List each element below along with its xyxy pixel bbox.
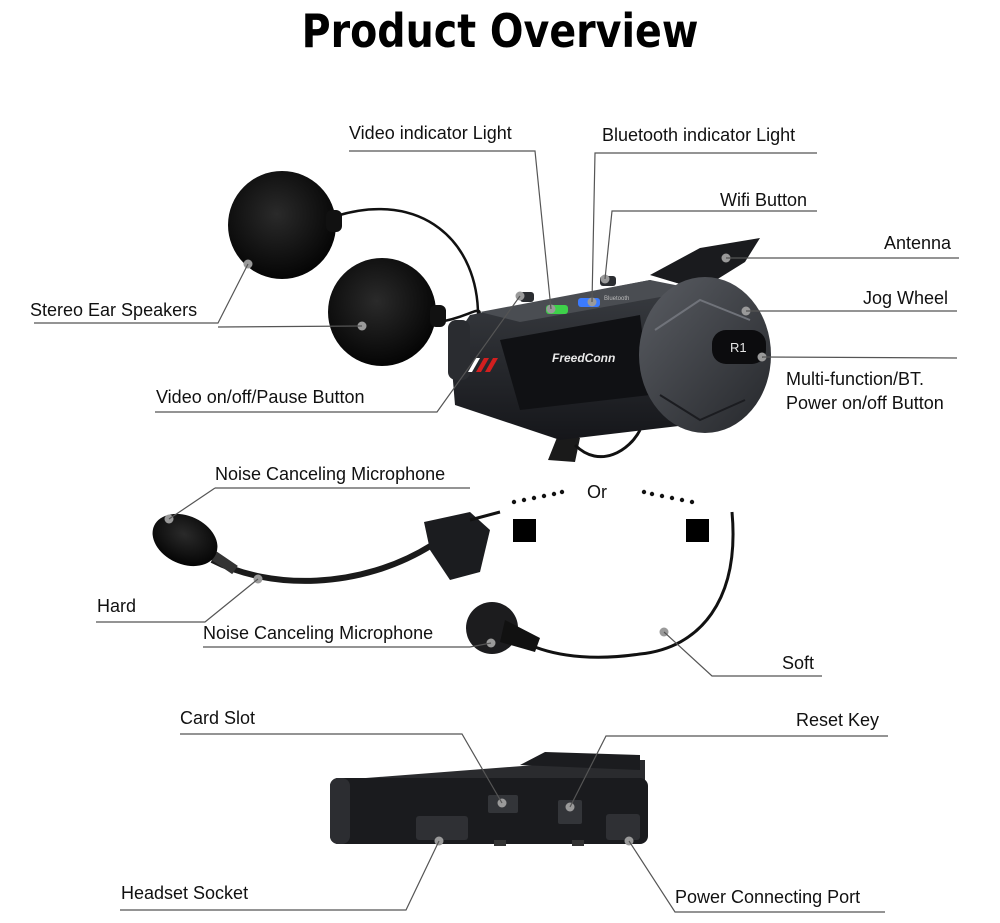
label-hard: Hard <box>97 596 137 616</box>
label-noise-mic-soft: Noise Canceling Microphone <box>203 623 434 643</box>
ear-speaker-1 <box>228 171 336 279</box>
label-card-slot: Card Slot <box>180 708 256 728</box>
label-antenna: Antenna <box>884 233 952 253</box>
label-stereo-ear-speakers: Stereo Ear Speakers <box>30 300 198 320</box>
bluetooth-print: Bluetooth <box>604 296 629 302</box>
r1-button <box>712 330 766 364</box>
r1-button-label: R1 <box>730 340 747 355</box>
label-noise-mic-hard: Noise Canceling Microphone <box>215 464 446 484</box>
label-multifunction-line1: Multi-function/BT. <box>786 369 925 389</box>
leader-lines <box>34 150 959 913</box>
label-video-indicator-light: Video indicator Light <box>349 123 512 143</box>
brand-logo: FreedConn <box>552 351 615 365</box>
ear-speaker-2 <box>328 258 436 366</box>
label-bluetooth-indicator-light: Bluetooth indicator Light <box>602 125 796 145</box>
label-or: Or <box>587 482 607 502</box>
label-jog-wheel: Jog Wheel <box>863 288 949 308</box>
device-bottom-view <box>330 752 648 846</box>
label-video-button: Video on/off/Pause Button <box>156 387 365 407</box>
label-soft: Soft <box>782 653 815 673</box>
soft-microphone <box>466 511 735 659</box>
label-headset-socket: Headset Socket <box>121 883 249 903</box>
label-multifunction-line2: Power on/off Button <box>786 393 944 413</box>
intercom-unit <box>448 238 771 462</box>
label-power-connecting-port: Power Connecting Port <box>675 887 861 907</box>
power-connecting-port <box>606 814 640 840</box>
page-title: Product Overview <box>301 4 699 58</box>
headset-socket <box>416 816 468 840</box>
label-wifi-button: Wifi Button <box>720 190 808 210</box>
reset-key <box>558 800 582 824</box>
hard-microphone <box>152 510 501 584</box>
stereo-ear-speakers <box>228 171 481 366</box>
label-reset-key: Reset Key <box>796 710 880 730</box>
